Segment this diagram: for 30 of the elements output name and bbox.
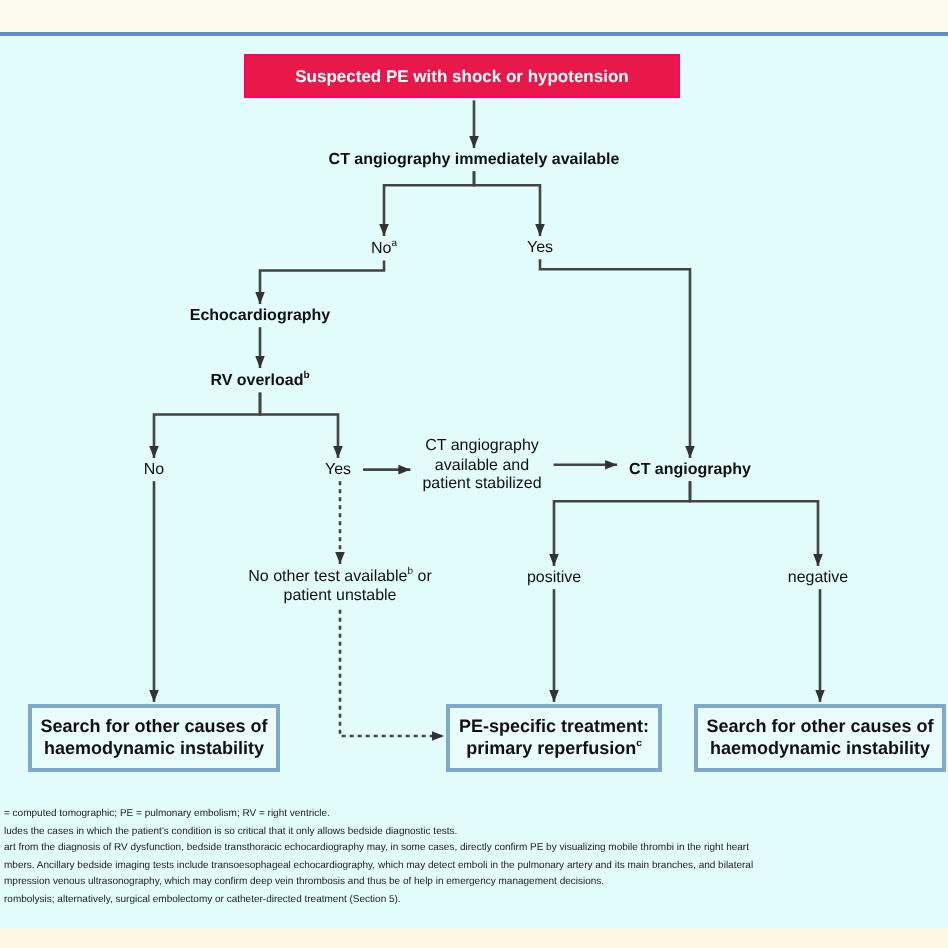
decision-text: CT angiography immediately available — [274, 150, 674, 170]
result-label: negative — [778, 568, 858, 588]
condition-text: No other test available$^{b}$ or patient unstable — [248, 566, 432, 606]
outcome-box: Search for other causes of haemodynamic instability — [28, 704, 280, 772]
arrow — [258, 392, 343, 458]
outcome-box: PE-specific treatment: primary reperfusion$^{c}$ — [446, 704, 662, 772]
arrow — [688, 481, 823, 566]
result-label: positive — [514, 568, 594, 588]
dashed-arrow — [338, 609, 444, 741]
dashed-arrow — [335, 481, 345, 564]
arrow — [149, 481, 159, 702]
arrow — [363, 464, 411, 475]
arrow — [255, 327, 265, 368]
arrow — [469, 100, 479, 148]
step-text: CT angiography — [600, 460, 780, 480]
condition-text: CT angiography available and patient stabilized — [416, 436, 548, 494]
arrow — [255, 260, 386, 304]
start-box: Suspected PE with shock or hypotension — [244, 54, 680, 99]
arrow — [538, 259, 695, 458]
branch-label: No — [124, 460, 184, 480]
branch-label: Yes — [500, 238, 580, 258]
arrow — [472, 171, 545, 236]
arrow — [815, 589, 825, 702]
outcome-box: Search for other causes of haemodynamic instability — [694, 704, 946, 772]
branch-label: Yes — [308, 460, 368, 480]
arrow — [549, 589, 559, 702]
branch-label: No$^{a}$ — [344, 238, 424, 259]
arrow — [553, 460, 618, 470]
decision-text: RV overload$^{b}$ — [180, 370, 340, 391]
step-text: Echocardiography — [160, 306, 360, 326]
